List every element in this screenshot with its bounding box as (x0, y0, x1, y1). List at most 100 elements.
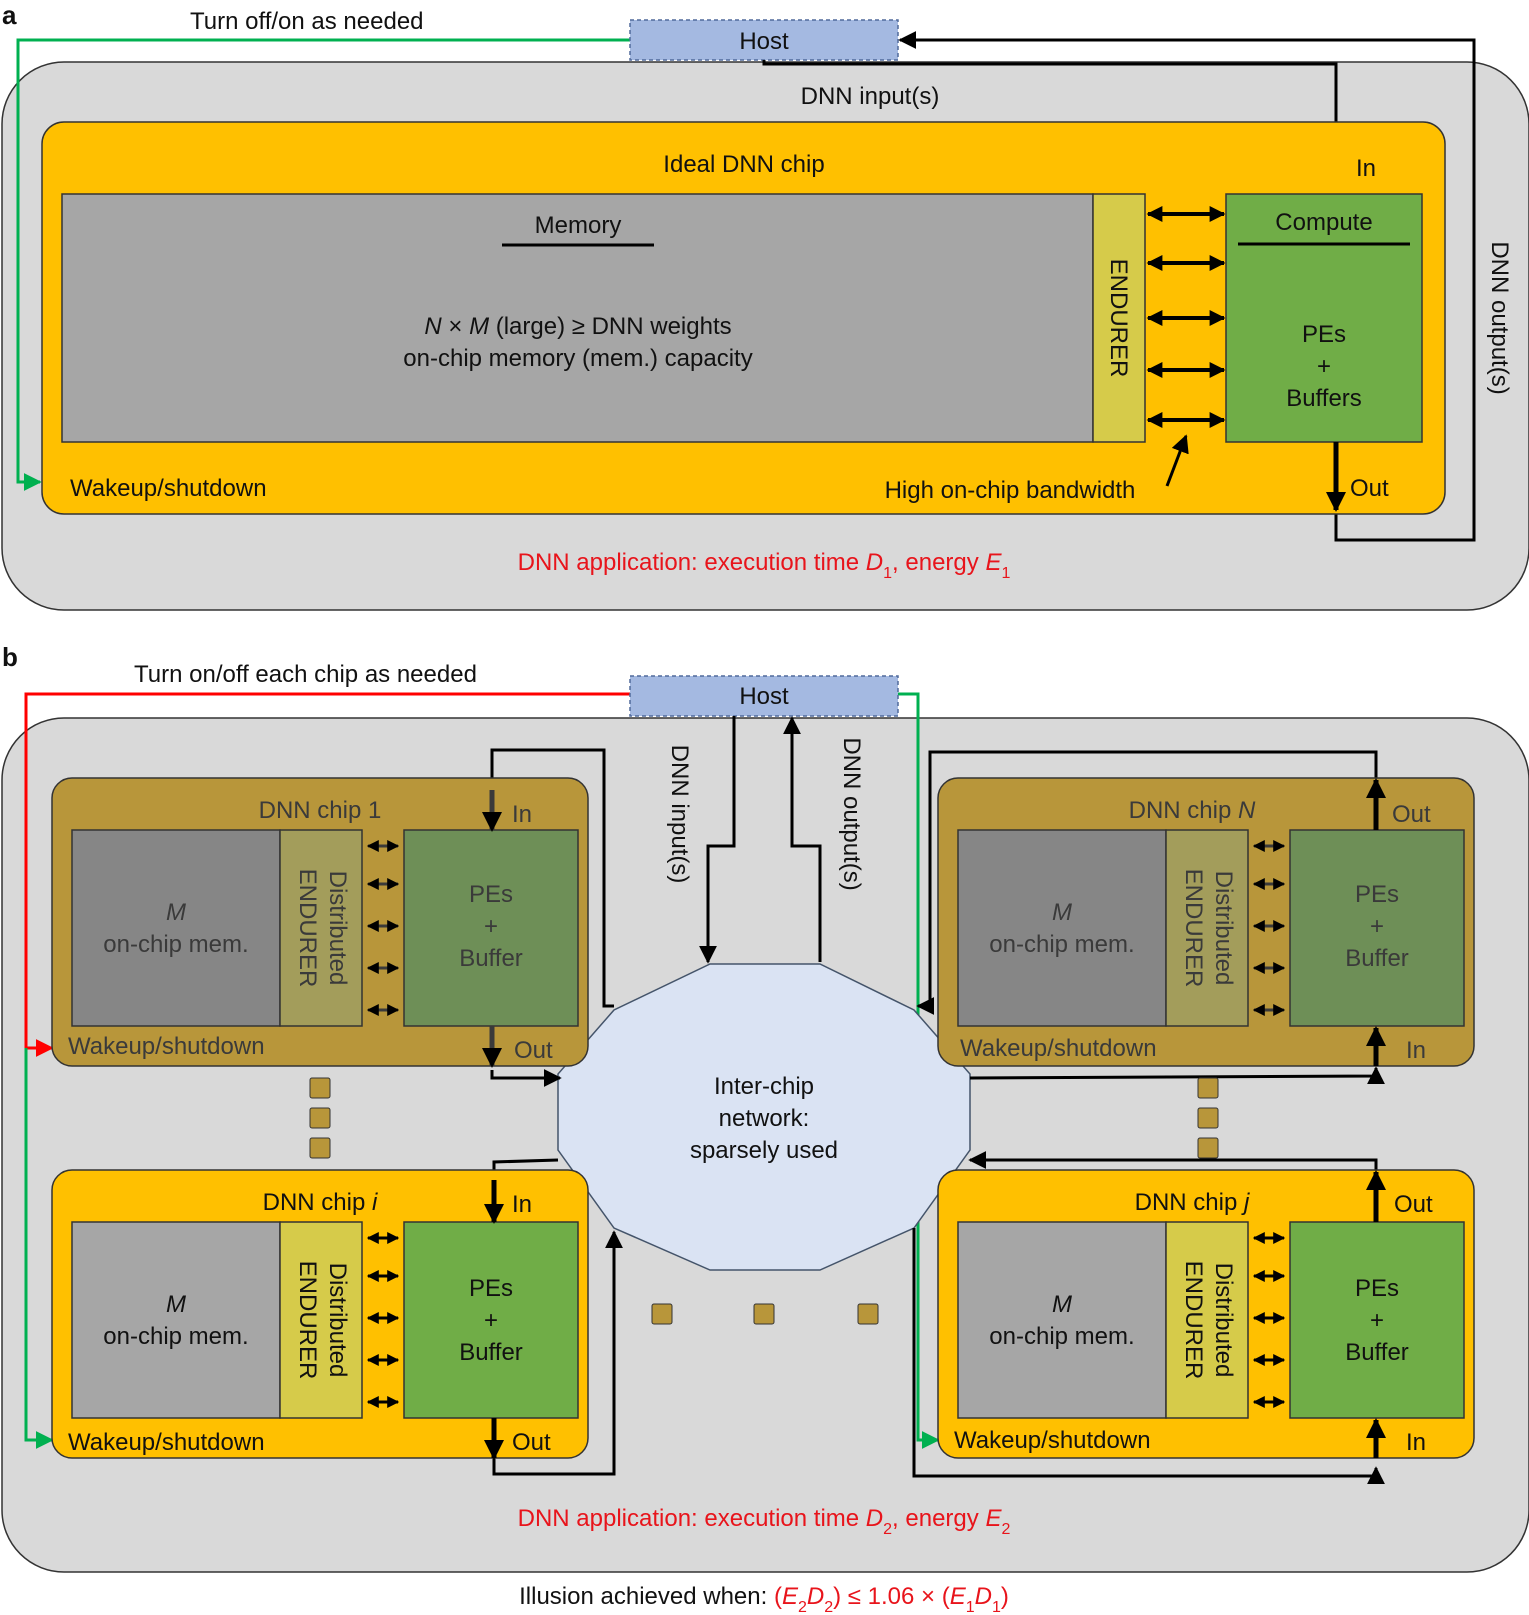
compute-title: Compute (1275, 209, 1372, 236)
chip-title: DNN chip i (263, 1189, 378, 1216)
memory-block (957, 829, 1167, 1027)
more-chips-dots (309, 1077, 1219, 1325)
memory-block (71, 829, 281, 1027)
wakeup-line-chipi (24, 1048, 54, 1449)
chip1-output-link (490, 1069, 562, 1087)
shutdown-line-chip1 (24, 692, 630, 1057)
wakeup-label: Wakeup/shutdown (954, 1427, 1151, 1454)
distributed-endurer (1165, 829, 1249, 1027)
bandwidth-arrows (1252, 840, 1286, 1016)
dnn-chip-n: DNN chip N M on-chip mem. Distributed EN… (937, 777, 1475, 1067)
plus-label: + (484, 1307, 498, 1334)
pes-label: PEs (469, 881, 513, 908)
host-box-b (629, 675, 899, 717)
plus-label: + (1370, 1307, 1384, 1334)
dnn-output-path (898, 31, 1476, 542)
memory-label: on-chip mem. (989, 1323, 1134, 1350)
ellipsis-dot (651, 1303, 673, 1325)
distributed-label: Distributed (1210, 1263, 1237, 1378)
bandwidth-arrows (366, 1232, 400, 1408)
wakeup-label: Wakeup/shutdown (68, 1429, 265, 1456)
chipN-input-link (969, 1066, 1385, 1085)
buffers-label: Buffers (1286, 385, 1362, 412)
network-line3: sparsely used (690, 1137, 838, 1164)
plus-label: + (1370, 913, 1384, 940)
wakeup-label: Wakeup/shutdown (70, 475, 267, 502)
in-label: In (1406, 1429, 1426, 1456)
panel-a-label: a (2, 0, 17, 30)
endurer-label: ENDURER (294, 1261, 321, 1380)
compute-block (1289, 829, 1465, 1027)
chipi-output-link (492, 1230, 623, 1476)
chip-title: Ideal DNN chip (663, 151, 824, 178)
memory-var: M (1052, 1291, 1072, 1318)
distributed-label: Distributed (1210, 871, 1237, 986)
ellipsis-dot (309, 1107, 331, 1129)
wakeup-label: Wakeup/shutdown (960, 1035, 1157, 1062)
dnn-outputs-label: DNN output(s) (1486, 241, 1513, 394)
pes-label: PEs (1302, 321, 1346, 348)
wakeup-label: Wakeup/shutdown (68, 1033, 265, 1060)
chipj-input-link (912, 1228, 1385, 1485)
buffer-label: Buffer (459, 945, 523, 972)
panel-b-label: b (2, 642, 18, 672)
buffer-label: Buffer (459, 1339, 523, 1366)
ellipsis-dot (857, 1303, 879, 1325)
memory-block (61, 193, 1094, 443)
distributed-endurer (279, 1221, 363, 1419)
host-box (629, 19, 899, 61)
out-label: Out (1394, 1191, 1433, 1218)
endurer-label: ENDURER (1180, 869, 1207, 988)
out-label: Out (1392, 801, 1431, 828)
dnn-output-path-b (783, 716, 822, 962)
panel-a-footer: DNN application: execution time D1, ener… (518, 549, 1011, 582)
pes-label: PEs (1355, 1275, 1399, 1302)
panel-a: a Turn off/on as needed Host DNN output(… (1, 0, 1529, 611)
compute-block (403, 829, 579, 1027)
panel-b: b Turn on/off each chip as needed Host I… (1, 642, 1529, 1573)
memory-capacity-line2: on-chip memory (mem.) capacity (403, 345, 752, 372)
endurer-block (1092, 193, 1146, 443)
dnn-inputs-label: DNN input(s) (801, 83, 940, 110)
ellipsis-dot (1197, 1137, 1219, 1159)
dnn-chip-1: DNN chip 1 M on-chip mem. Distributed EN… (51, 777, 589, 1068)
dnn-chip-i: DNN chip i M on-chip mem. Distributed EN… (51, 1169, 589, 1460)
pes-label: PEs (1355, 881, 1399, 908)
chipN-output-link (916, 750, 1378, 1015)
network-line2: network: (719, 1105, 810, 1132)
distributed-endurer (279, 829, 363, 1027)
memory-block (71, 1221, 281, 1419)
chip-title: DNN chip N (1129, 797, 1256, 824)
ellipsis-dot (309, 1077, 331, 1099)
in-label: In (512, 1191, 532, 1218)
host-label-b: Host (739, 683, 789, 710)
compute-block (1225, 193, 1423, 443)
memory-title: Memory (535, 212, 622, 239)
memory-label: on-chip mem. (103, 931, 248, 958)
dnn-chip-j: DNN chip j M on-chip mem. Distributed EN… (937, 1169, 1475, 1459)
distributed-label: Distributed (324, 871, 351, 986)
memory-var: M (166, 899, 186, 926)
buffer-label: Buffer (1345, 945, 1409, 972)
ellipsis-dot (1197, 1077, 1219, 1099)
memory-var: M (166, 1291, 186, 1318)
memory-capacity-line1: N × M (large) ≥ DNN weights (424, 313, 731, 340)
out-label: Out (514, 1037, 553, 1064)
power-control-line (16, 38, 630, 491)
bandwidth-arrows (1146, 206, 1226, 428)
bandwidth-pointer (1165, 434, 1189, 487)
host-label: Host (739, 28, 789, 55)
dnn-outputs-label-b: DNN output(s) (838, 737, 865, 890)
ellipsis-dot (309, 1137, 331, 1159)
dnn-input-path-b (699, 716, 736, 964)
bandwidth-label: High on-chip bandwidth (885, 477, 1136, 504)
bandwidth-arrows (366, 840, 400, 1016)
endurer-label: ENDURER (1105, 259, 1132, 378)
out-label: Out (1350, 475, 1389, 502)
endurer-label: ENDURER (1180, 1261, 1207, 1380)
chip-title: DNN chip 1 (259, 797, 382, 824)
distributed-endurer (1165, 1221, 1249, 1419)
memory-var: M (1052, 899, 1072, 926)
plus-label: + (1317, 353, 1331, 380)
